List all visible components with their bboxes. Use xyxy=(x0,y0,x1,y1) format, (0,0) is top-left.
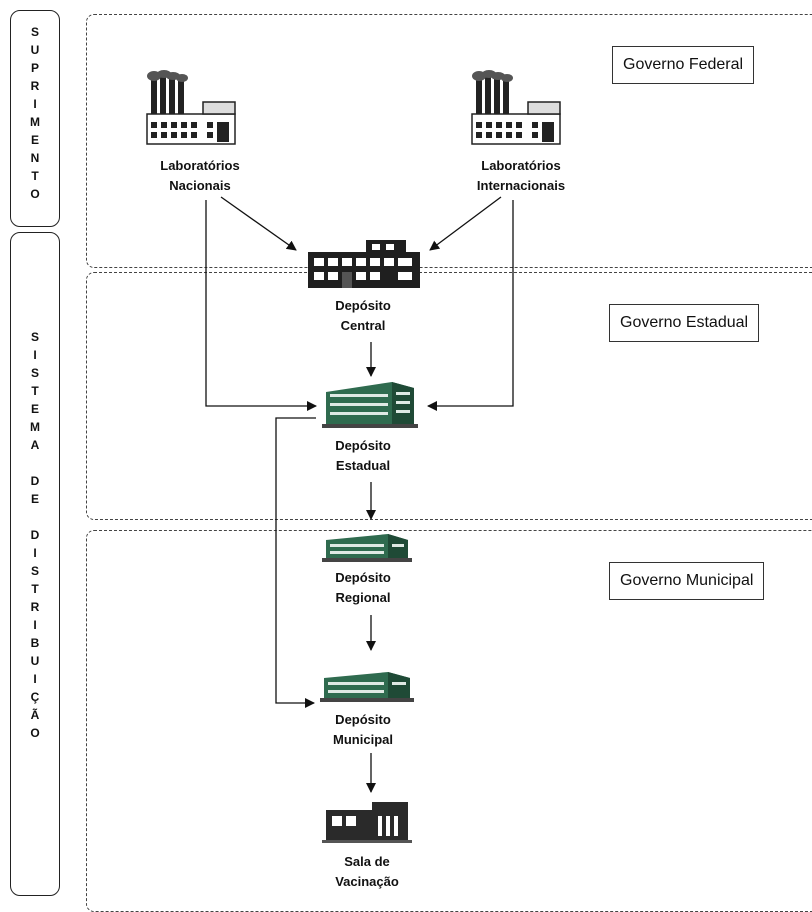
zone-estadual xyxy=(86,272,812,520)
arrow-internacionais-estadual xyxy=(427,200,514,411)
arrow-nacionais-estadual xyxy=(205,200,317,411)
building-icon xyxy=(320,672,414,702)
governo-federal-label: Governo Federal xyxy=(612,46,755,84)
arrow-estadual-municipal xyxy=(275,417,316,708)
factory-icon xyxy=(146,70,236,145)
factory-icon xyxy=(471,70,561,145)
governo-estadual-label: Governo Estadual xyxy=(609,304,760,342)
arrow-nacionais-central xyxy=(220,196,297,251)
building-icon xyxy=(322,382,418,428)
clinic-icon xyxy=(322,802,412,843)
arrow-internacionais-central xyxy=(429,196,502,251)
warehouse-icon xyxy=(308,240,420,288)
building-icon xyxy=(322,534,412,562)
governo-municipal-label: Governo Municipal xyxy=(609,562,765,600)
zone-federal xyxy=(86,14,812,268)
